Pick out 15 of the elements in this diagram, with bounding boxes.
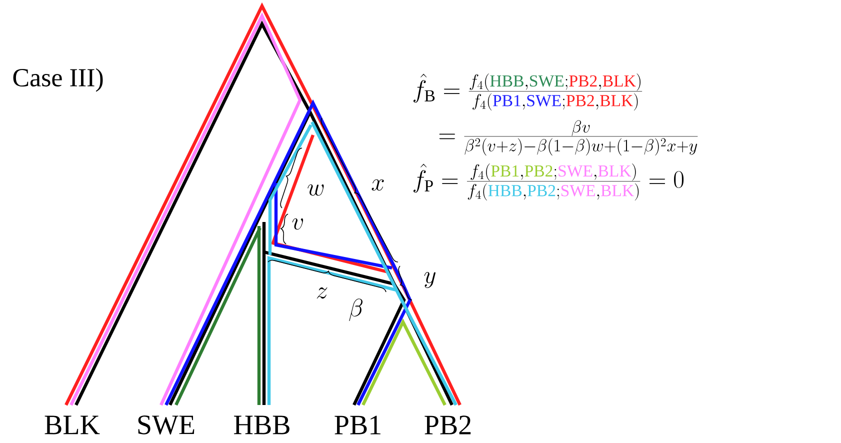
branch-length-label: $x$ — [372, 179, 384, 191]
formula: $=\frac{\beta v}{\beta^2(v+z)-\beta(1-\beta)w+(1-\beta)^2x+y}$ — [439, 120, 698, 156]
leaf-label: PB1 — [334, 416, 380, 434]
formula: $\hat f_{\mathrm{P}}=\frac{f_4(\textcolor[HTML]{9ACD32}{\mathrm{PB1}},\textcolor[HTML]{9ACD32}{\mathrm{PB2}};\textcolor[HTML]{FF80FF}{\mathrm{SWE}},\textcolor[HTML]{FF80FF}{\mathrm{BLK}})}{f_4(\textcolor[HTML]{40C8E8}{\mathrm{HBB}},\textcolor[HTML]{40C8E8}{\mathrm{PB2}};\textcolor[HTML]{FF80FF}{\mathrm{SWE}},\textcolor[HTML]{FF80FF}{\mathrm{BLK}})}=0$ — [413, 164, 684, 200]
leaf-label: PB2 — [424, 416, 471, 434]
branch-length-label: $y$ — [424, 272, 436, 288]
leaf-label: SWE — [138, 416, 194, 434]
branch-length-label: $v$ — [292, 218, 304, 230]
branch-length-label: $w$ — [308, 184, 324, 196]
case-title: Case III) — [13, 68, 103, 92]
branch-length-label: $\beta$ — [349, 298, 363, 322]
formula: $\hat f_{\mathrm{B}}=\frac{f_4(\textcolor[HTML]{2E8B57}{\mathrm{HBB}},\textcolor[HTML]{2E8B57}{\mathrm{SWE}};\textcolor[HTML]{FF2020}{\mathrm{PB2}},\textcolor[HTML]{FF2020}{\mathrm{BLK}})}{f_4(\textcolor[HTML]{2020FF}{\mathrm{PB1}},\textcolor[HTML]{2020FF}{\mathrm{SWE}};\textcolor[HTML]{FF2020}{\mathrm{PB2}},\textcolor[HTML]{FF2020}{\mathrm{BLK}})}$ — [413, 74, 642, 110]
branch-length-label: $z$ — [316, 287, 328, 299]
leaf-label: BLK — [44, 416, 100, 434]
leaf-label: HBB — [234, 416, 290, 434]
